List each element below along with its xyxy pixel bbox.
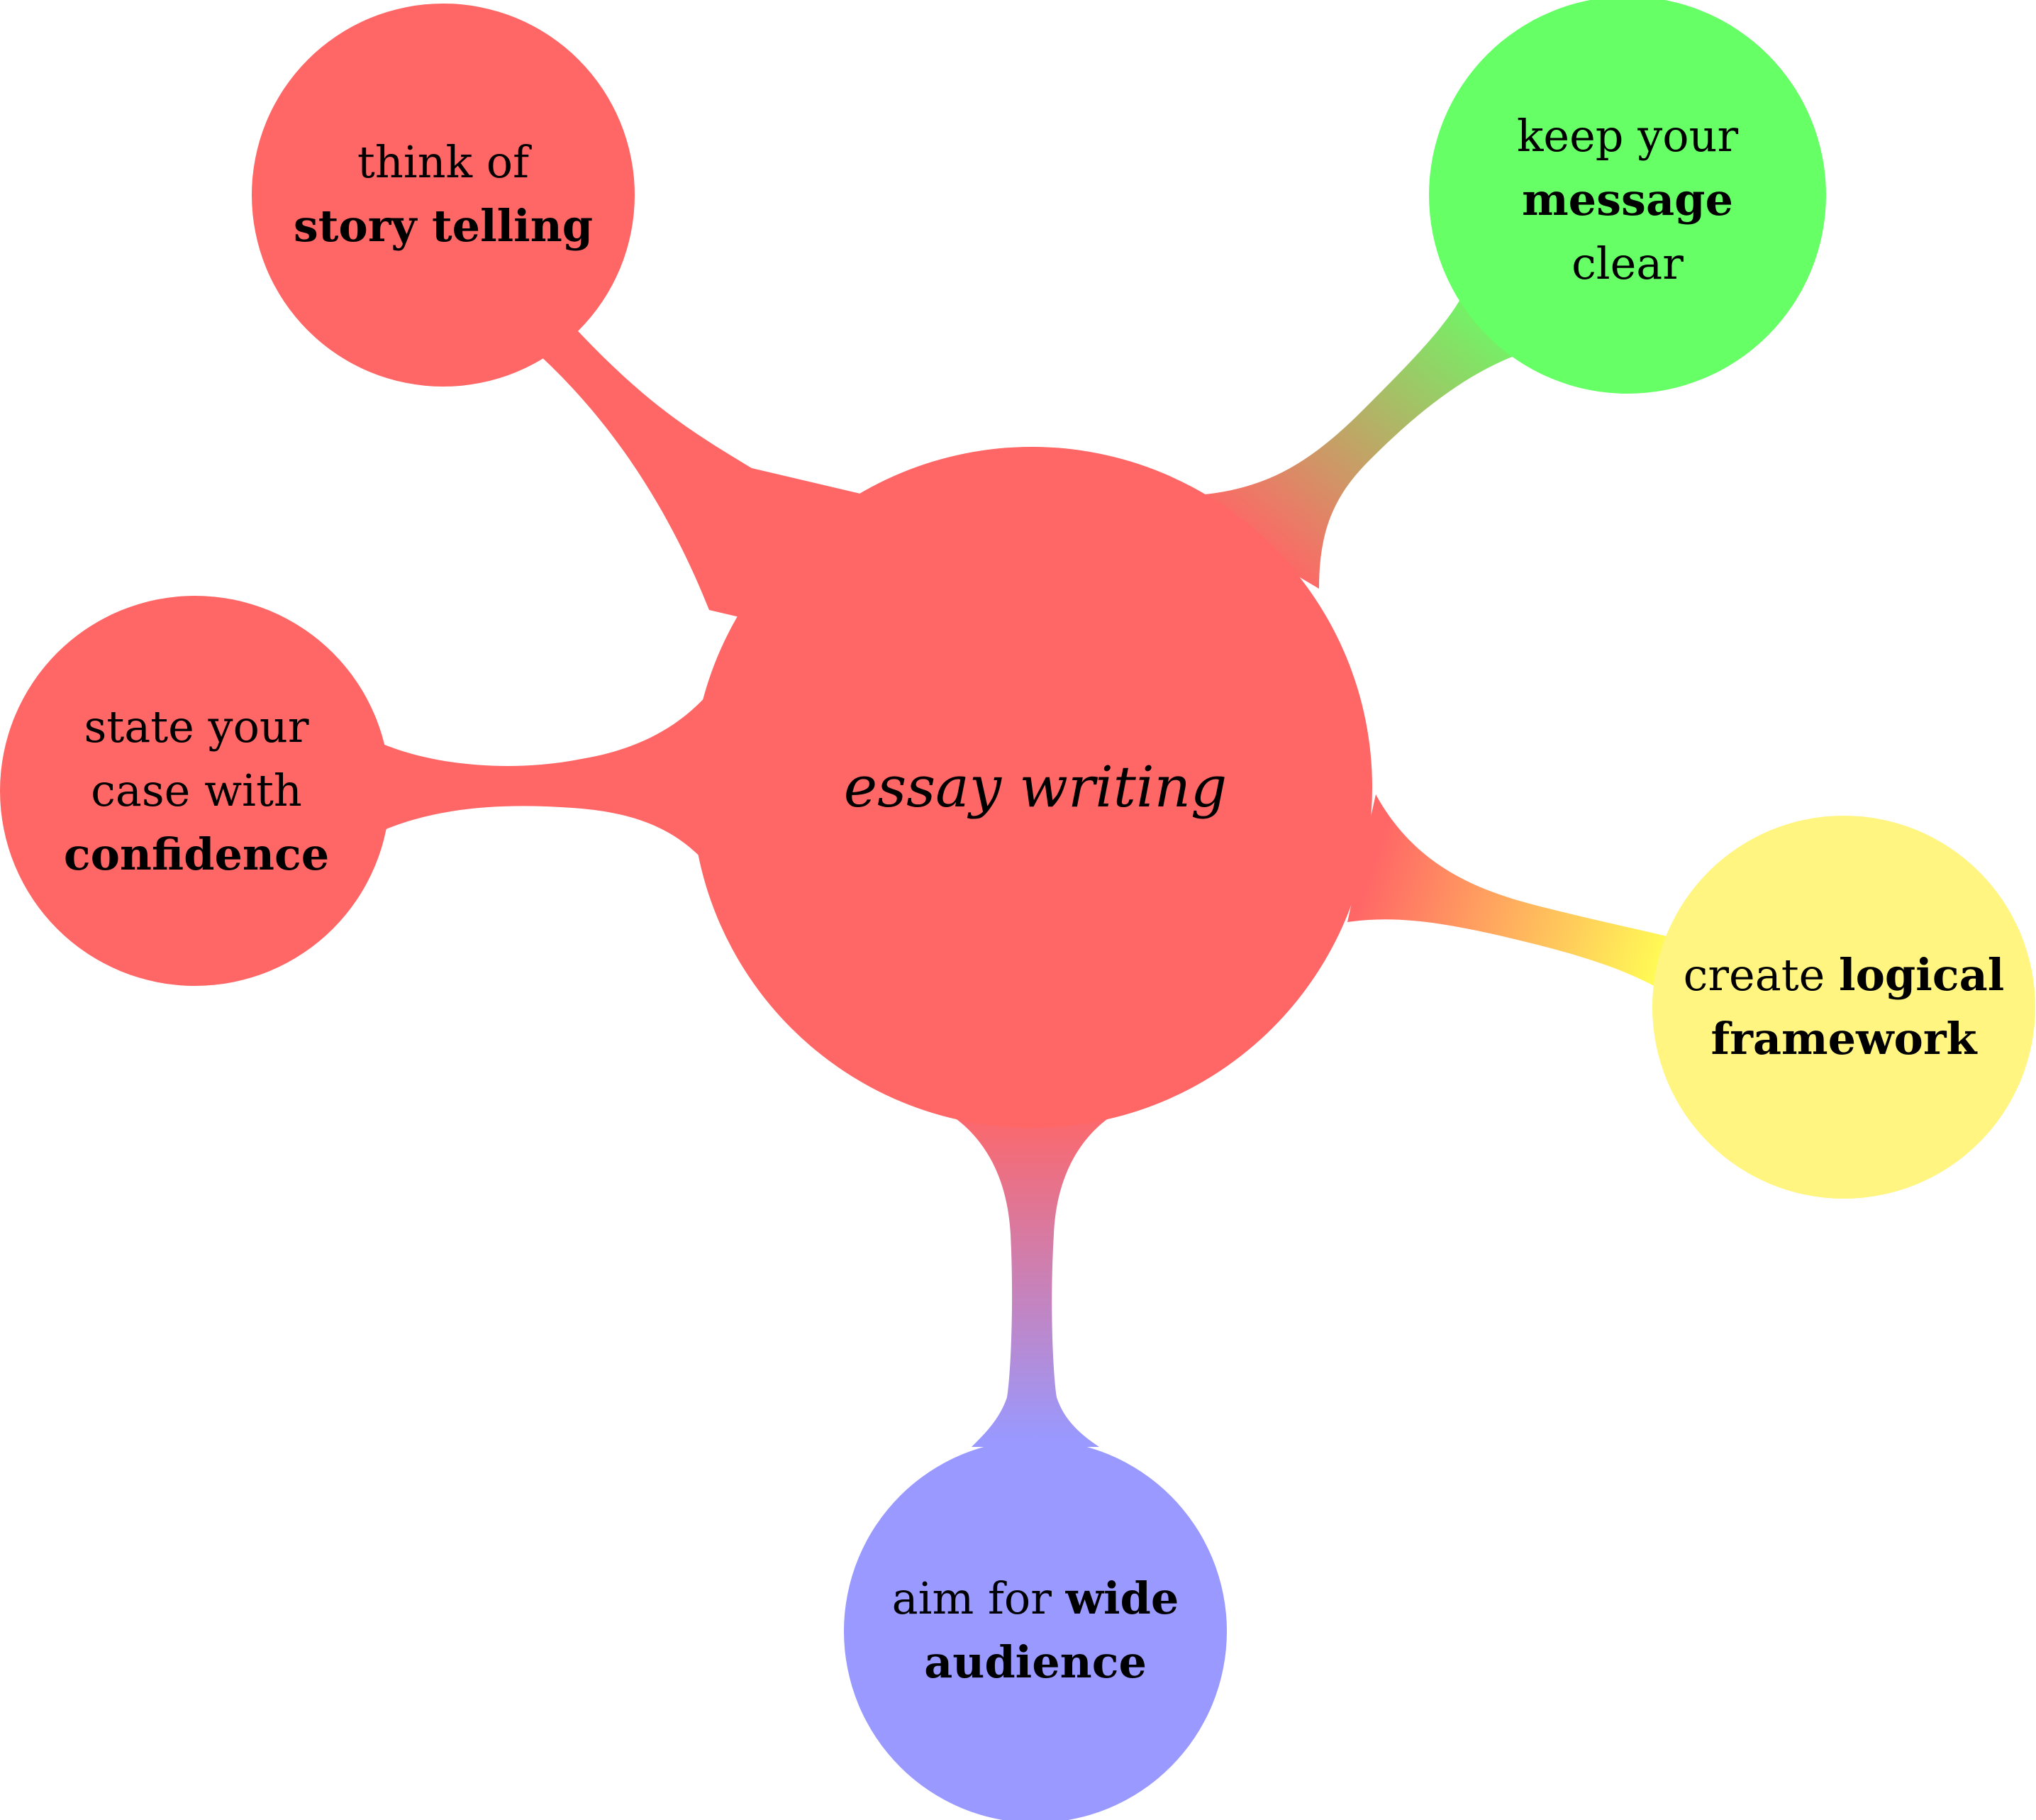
node-story-telling-label: think of story telling [294, 136, 593, 252]
branch-audience [936, 1106, 1128, 1447]
node-story-text-run: think of [357, 136, 532, 188]
node-story-telling-circle [252, 4, 635, 387]
branch-confidence [369, 653, 738, 908]
node-message-circle [1429, 0, 1826, 394]
branch-logical [1347, 794, 1667, 993]
node-confidence-circle [0, 596, 390, 986]
node-confidence-text-run: state your [84, 701, 309, 753]
node-confidence-label: state your case with confidence [64, 701, 329, 880]
node-logical-label: create logical framework [1684, 949, 2005, 1065]
branch-message [1163, 284, 1518, 589]
node-message-text-run: keep your [1517, 110, 1739, 162]
node-logical-circle [1652, 816, 2035, 1199]
node-audience-label: aim for wide audience [892, 1572, 1179, 1688]
node-message-label: keep your message clear [1517, 110, 1739, 289]
center-label: essay writing [844, 754, 1228, 820]
node-message-text-run: clear [1571, 238, 1684, 289]
node-confidence-text-run: confidence [64, 828, 329, 880]
center-node-circle [691, 447, 1372, 1128]
node-confidence-text-run: case with [91, 765, 302, 816]
node-audience-text-run: audience [924, 1636, 1147, 1688]
node-logical-text-run: logical [1839, 949, 2004, 1001]
node-audience-text-run: aim for [892, 1572, 1066, 1624]
node-audience-circle [844, 1440, 1227, 1820]
node-audience-text-run: wide [1065, 1572, 1179, 1624]
node-story-text-run: story telling [294, 200, 593, 252]
node-logical-text-run: framework [1711, 1013, 1979, 1065]
node-message-text-run: message [1522, 174, 1733, 226]
node-logical-text-run: create [1684, 949, 1839, 1001]
